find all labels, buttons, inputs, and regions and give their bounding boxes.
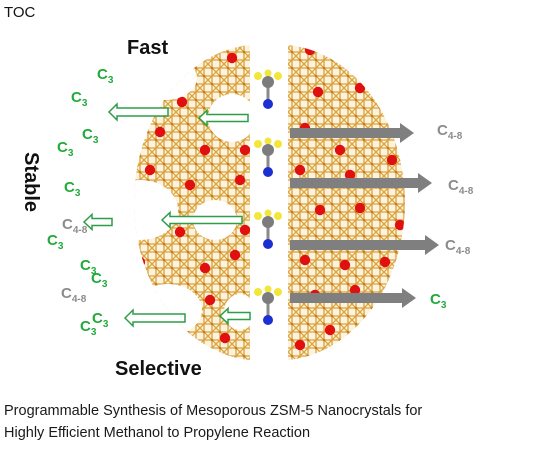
product-label: C3 <box>80 257 97 277</box>
oxygen-atom <box>184 179 196 191</box>
product-label: C4-8 <box>61 285 87 305</box>
mesopore <box>134 56 197 100</box>
right-half-crystal <box>288 45 405 360</box>
oxygen-atom <box>176 96 188 108</box>
product-label: C4-8 <box>62 216 88 236</box>
oxygen-atom <box>354 82 366 94</box>
product-label: C3 <box>97 66 114 86</box>
product-label: C3 <box>64 179 81 199</box>
product-label: C4-8 <box>445 237 471 257</box>
gray-arrow <box>290 173 432 193</box>
product-label: C3 <box>92 310 109 330</box>
selective-label: Selective <box>115 358 202 380</box>
oxygen-atom <box>144 164 156 176</box>
product-label: C3 <box>71 89 88 109</box>
oxygen-atom <box>179 339 191 351</box>
oxygen-atom <box>334 144 346 156</box>
oxygen-atom <box>123 90 133 100</box>
product-label: C3 <box>91 270 108 290</box>
oxygen-atom <box>312 86 324 98</box>
oxygen-atom <box>199 262 211 274</box>
oxygen-atom <box>299 254 311 266</box>
caption-line-1: Programmable Synthesis of Mesoporous ZSM… <box>4 403 423 419</box>
oxygen-atom <box>304 45 316 56</box>
product-label: C3 <box>57 139 74 159</box>
methanol-molecule <box>254 137 282 177</box>
oxygen-atom <box>134 294 136 306</box>
oxygen-atom <box>389 94 401 106</box>
toc-label: TOC <box>4 4 36 21</box>
oxygen-atom <box>174 226 186 238</box>
oxygen-atom <box>294 164 306 176</box>
green-arrow <box>218 306 251 326</box>
fast-label: Fast <box>127 37 168 59</box>
stable-label: Stable <box>20 152 42 212</box>
green-arrow <box>82 212 113 232</box>
oxygen-atom <box>339 56 351 68</box>
product-label: C3 <box>47 232 64 252</box>
methanol-molecules <box>254 69 282 325</box>
oxygen-atom <box>379 256 391 268</box>
oxygen-atom <box>144 329 156 341</box>
methanol-molecule <box>254 209 282 249</box>
oxygen-atom <box>239 144 250 156</box>
product-label: C3 <box>82 126 99 146</box>
oxygen-atom <box>199 144 211 156</box>
right-framework <box>288 45 405 360</box>
mesopore <box>134 284 202 336</box>
oxygen-atom <box>113 237 123 247</box>
oxygen-atom <box>239 224 250 236</box>
oxygen-atom <box>374 52 386 64</box>
oxygen-atom <box>354 202 366 214</box>
toc-figure: Fast Selective Stable C3C3C3C3C3C4-8C3C3… <box>20 37 474 380</box>
oxygen-atom <box>134 256 146 268</box>
gray-arrow <box>290 235 439 255</box>
oxygen-atom <box>394 219 405 231</box>
green-arrow <box>197 108 249 128</box>
product-label: C3 <box>430 291 447 311</box>
oxygen-atom <box>349 284 361 296</box>
oxygen-atom <box>339 259 351 271</box>
oxygen-atom <box>324 324 336 336</box>
gray-arrow <box>290 123 414 143</box>
oxygen-atom <box>154 126 166 138</box>
mesopore <box>134 180 178 240</box>
product-label: C4-8 <box>437 122 463 142</box>
green-diffusion-arrows <box>82 102 251 328</box>
oxygen-atom <box>386 154 398 166</box>
green-arrow <box>123 308 186 328</box>
caption: Programmable Synthesis of Mesoporous ZSM… <box>4 400 549 444</box>
oxygen-atom <box>226 52 238 64</box>
gray-diffusion-arrows <box>290 123 439 308</box>
methanol-molecule <box>254 69 282 109</box>
oxygen-atom <box>364 329 376 341</box>
green-arrow <box>160 210 243 230</box>
oxygen-atom <box>113 135 123 145</box>
oxygen-atom <box>344 169 356 181</box>
oxygen-atom <box>100 175 110 185</box>
right-product-labels: C4-8C4-8C4-8C3 <box>430 122 474 311</box>
methanol-molecule <box>254 285 282 325</box>
product-label: C3 <box>80 318 97 338</box>
green-arrow <box>107 102 169 122</box>
oxygen-atom <box>314 204 326 216</box>
oxygen-atom <box>229 249 241 261</box>
oxygen-atom <box>294 339 306 351</box>
product-label: C4-8 <box>448 177 474 197</box>
oxygen-atom <box>194 46 206 58</box>
oxygen-atom <box>234 174 246 186</box>
gray-arrow <box>290 288 416 308</box>
oxygen-atom <box>204 294 216 306</box>
oxygen-atom <box>219 332 231 344</box>
caption-line-2: Highly Efficient Methanol to Propylene R… <box>4 425 311 441</box>
